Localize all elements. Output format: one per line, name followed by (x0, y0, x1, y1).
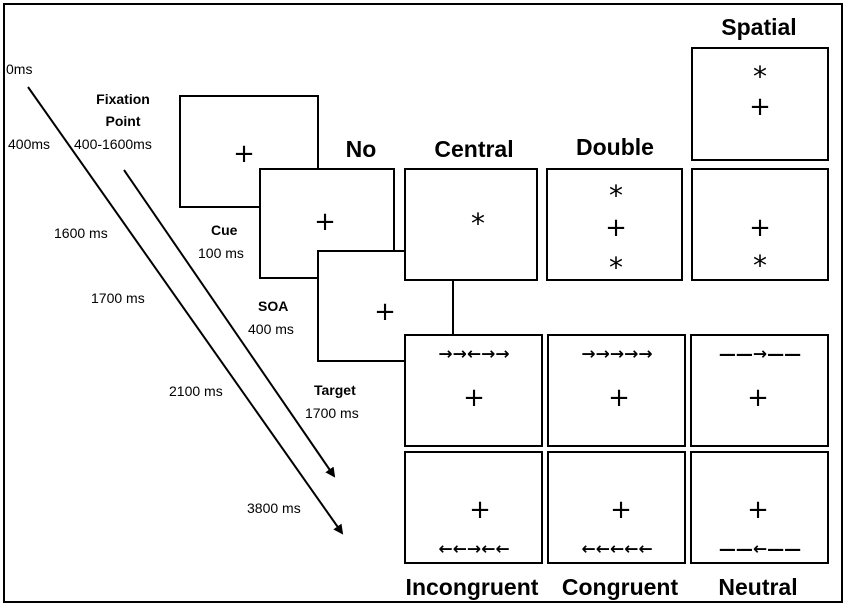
fixation-cross: + (747, 383, 769, 413)
header-double: Double (576, 134, 654, 160)
fixation-cross: + (463, 383, 485, 413)
figure-border (3, 3, 843, 603)
phase-fixation-label-line2: Point (105, 113, 141, 129)
fixation-cross: + (314, 207, 336, 237)
target-incongruent-top-box: →→←→→ + (404, 334, 543, 447)
time-label-1600ms: 1600 ms (54, 225, 108, 241)
phase-cue-duration: 100 ms (198, 245, 244, 261)
flanker-row-congruent: →→→→→ (581, 344, 653, 365)
flanker-row-neutral: ——←—— (718, 539, 802, 560)
time-label-2100ms: 2100 ms (169, 383, 223, 399)
phase-cue-label: Cue (211, 222, 238, 238)
time-label-0ms: 0ms (6, 61, 33, 77)
target-incongruent-bottom-box: + ←←→←← (404, 451, 543, 564)
phase-target-label: Target (314, 382, 356, 398)
fixation-cross: + (605, 213, 627, 243)
target-neutral-bottom-box: + ——←—— (690, 451, 829, 564)
fixation-cross: + (610, 495, 632, 525)
phase-fixation-label-line1: Fixation (96, 91, 150, 107)
spatial-cue-down-box: + * (691, 168, 829, 281)
time-label-400ms: 400ms (8, 136, 51, 152)
fixation-cross: + (469, 495, 491, 525)
fixation-cross: + (233, 139, 255, 169)
flanker-row-incongruent: →→←→→ (438, 344, 510, 365)
phase-fixation-duration: 400-1600ms (74, 136, 152, 152)
target-congruent-bottom-box: + ←←←←← (547, 451, 686, 564)
header-neutral: Neutral (718, 574, 798, 600)
flanker-row-neutral: ——→—— (718, 344, 802, 365)
central-cue-box: * (404, 168, 538, 281)
cue-asterisk-bottom: * (609, 251, 623, 284)
phase-soa-label: SOA (258, 298, 289, 314)
flanker-row-incongruent: ←←→←← (438, 539, 510, 560)
header-congruent: Congruent (561, 574, 679, 600)
header-incongruent: Incongruent (405, 574, 539, 600)
fixation-cross: + (374, 297, 396, 327)
phase-target-duration: 1700 ms (305, 405, 359, 421)
time-label-1700ms: 1700 ms (91, 290, 145, 306)
cue-asterisk: * (471, 207, 485, 240)
header-no: No (345, 136, 377, 162)
cue-asterisk: * (753, 249, 767, 282)
spatial-cue-up-box: * + (691, 47, 829, 161)
trial-timeline-arrow (123, 169, 336, 478)
fixation-cross: + (749, 213, 771, 243)
cue-asterisk: * (753, 60, 767, 93)
flanker-row-congruent: ←←←←← (581, 539, 653, 560)
fixation-cross: + (749, 92, 771, 122)
fixation-cross: + (747, 495, 769, 525)
target-neutral-top-box: ——→—— + (690, 334, 829, 447)
overall-timeline-arrow (27, 86, 344, 535)
cue-asterisk-top: * (609, 179, 623, 212)
target-congruent-top-box: →→→→→ + (547, 334, 686, 447)
header-spatial: Spatial (721, 14, 797, 40)
phase-soa-duration: 400 ms (248, 321, 294, 337)
time-label-3800ms: 3800 ms (247, 500, 301, 516)
double-cue-box: * + * (546, 168, 683, 284)
header-central: Central (434, 136, 514, 162)
fixation-cross: + (608, 383, 630, 413)
